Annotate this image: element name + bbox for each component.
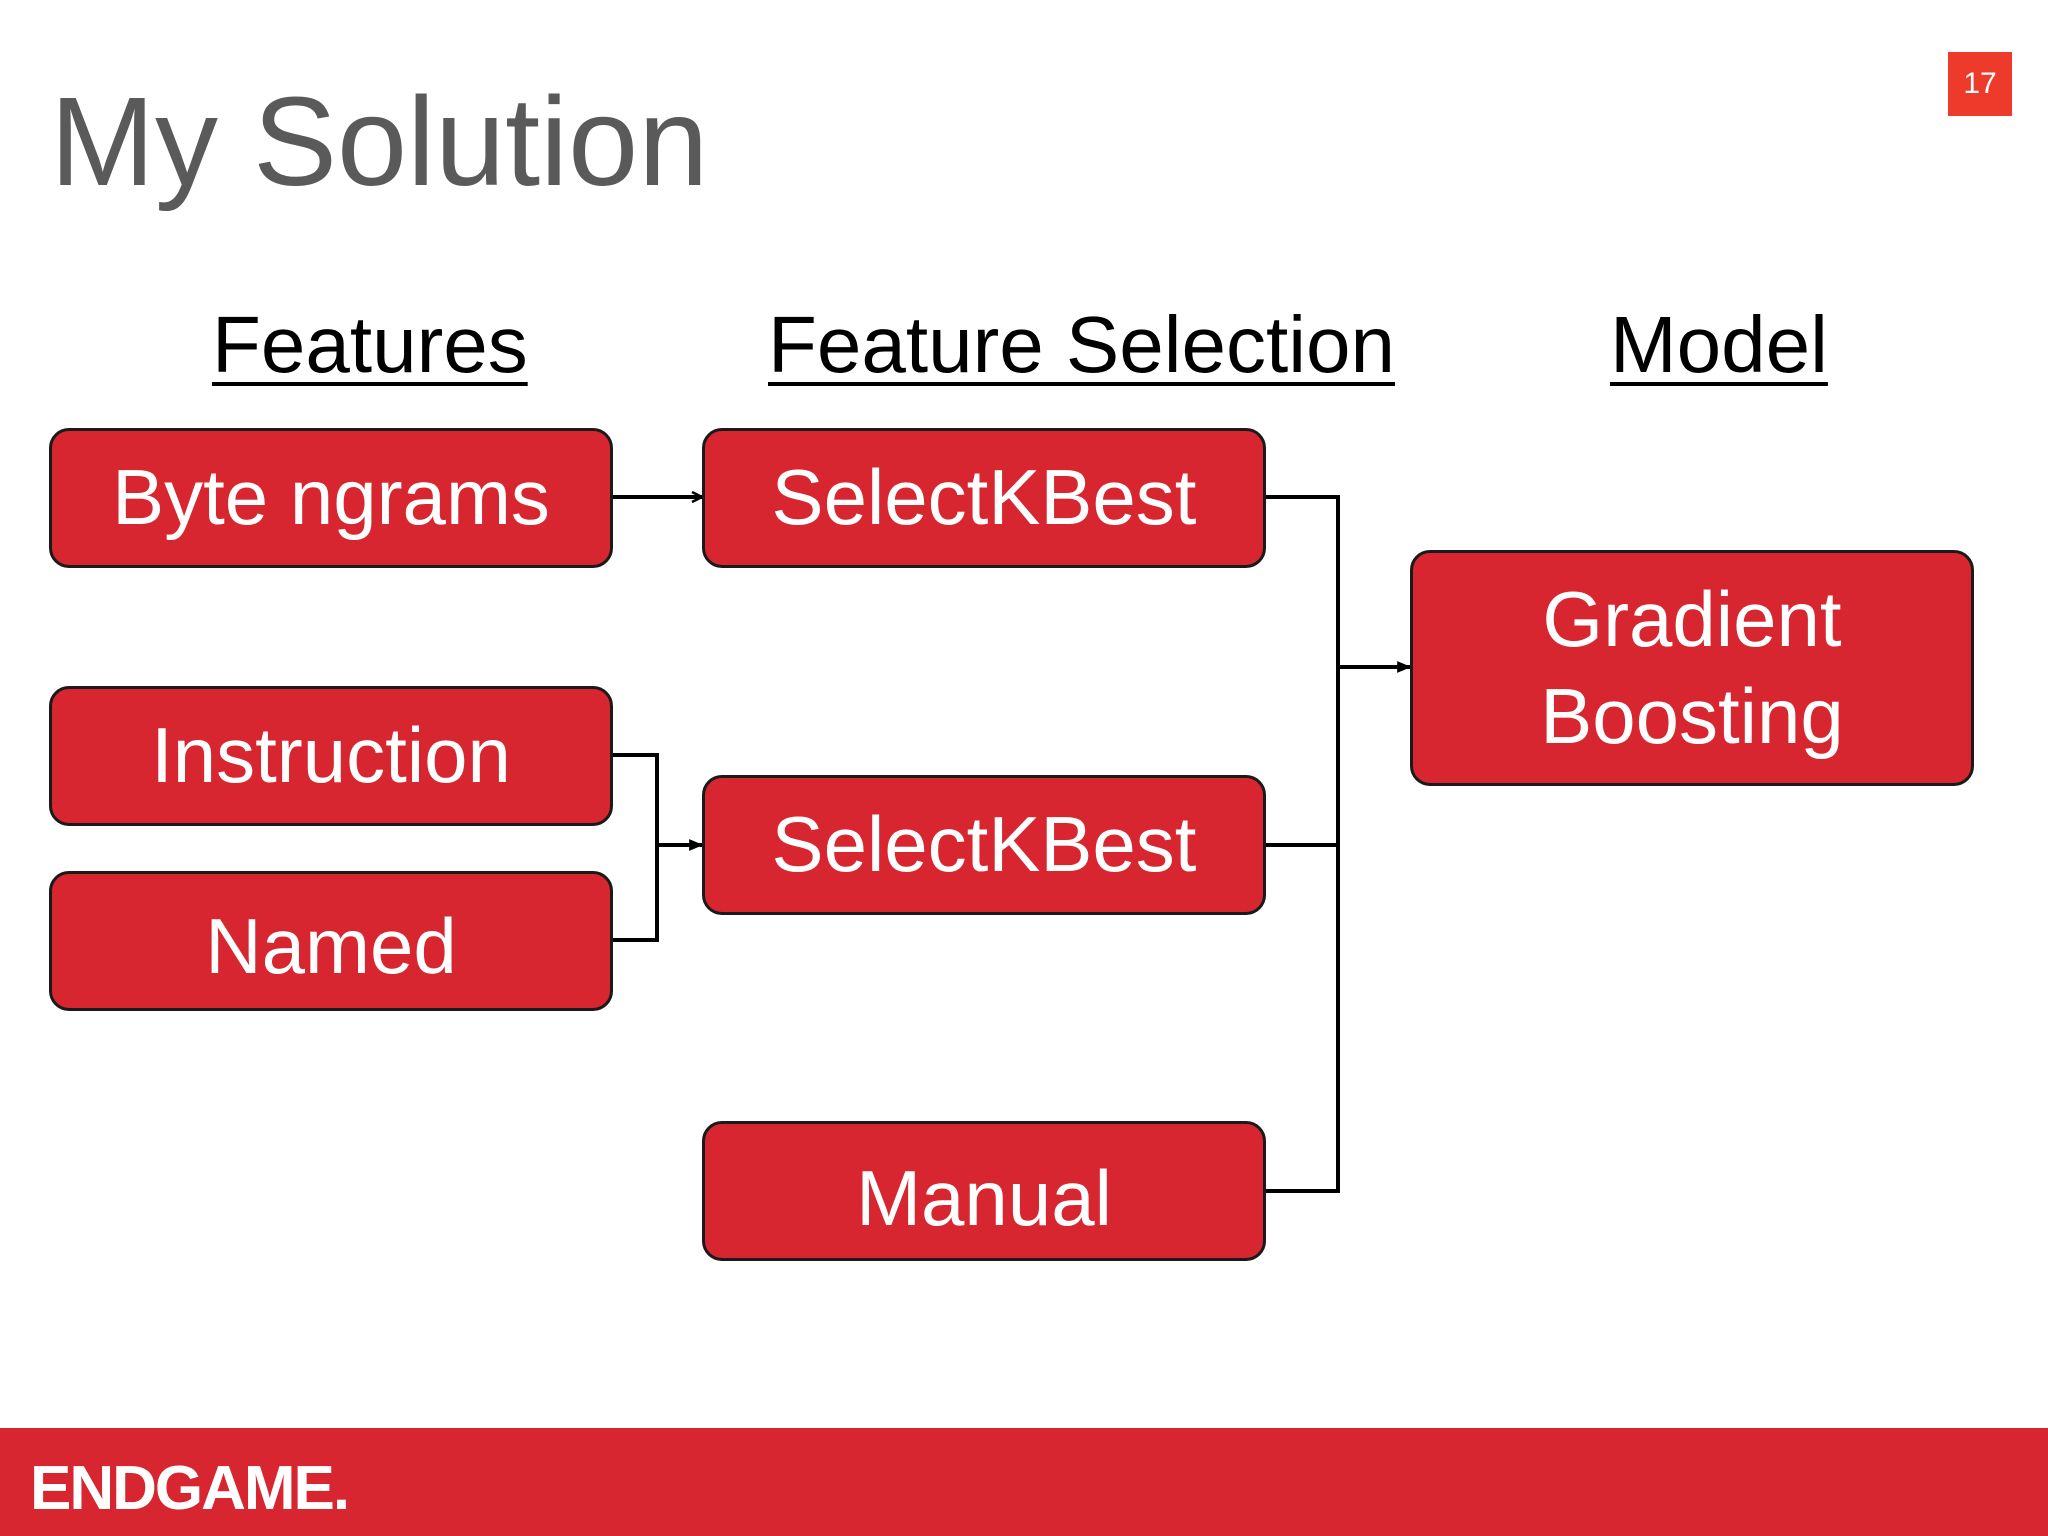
node-selectkbest-1-label: SelectKBest	[771, 453, 1197, 542]
node-named-label: Named	[205, 902, 457, 990]
column-header-model: Model	[1610, 300, 1828, 389]
node-gradient-boosting-line-1: Gradient	[1542, 574, 1842, 663]
node-gradient-boosting: Gradient Boosting	[1410, 550, 1974, 786]
endgame-logo: ENDGAME.	[30, 1454, 350, 1523]
footer-bar: ENDGAME.	[0, 1428, 2048, 1536]
node-selectkbest-2-label: SelectKBest	[771, 800, 1197, 889]
node-gradient-boosting-line-2: Boosting	[1540, 672, 1844, 760]
node-selectkbest-1: SelectKBest	[702, 428, 1266, 568]
slide-title: My Solution	[50, 71, 709, 212]
node-byte-ngrams: Byte ngrams	[49, 428, 613, 568]
node-named: Named	[49, 871, 613, 1011]
column-header-feature-selection: Feature Selection	[768, 300, 1396, 389]
connector-instruction-named-merge	[612, 753, 659, 942]
node-manual-label: Manual	[856, 1154, 1112, 1242]
column-header-features: Features	[212, 300, 528, 389]
node-selectkbest-2: SelectKBest	[702, 775, 1266, 915]
node-instruction-label: Instruction	[151, 711, 511, 800]
node-byte-ngrams-label: Byte ngrams	[112, 453, 550, 542]
slide-number-badge: 17	[1948, 52, 2012, 116]
node-instruction: Instruction	[49, 686, 613, 826]
node-manual: Manual	[702, 1121, 1266, 1261]
